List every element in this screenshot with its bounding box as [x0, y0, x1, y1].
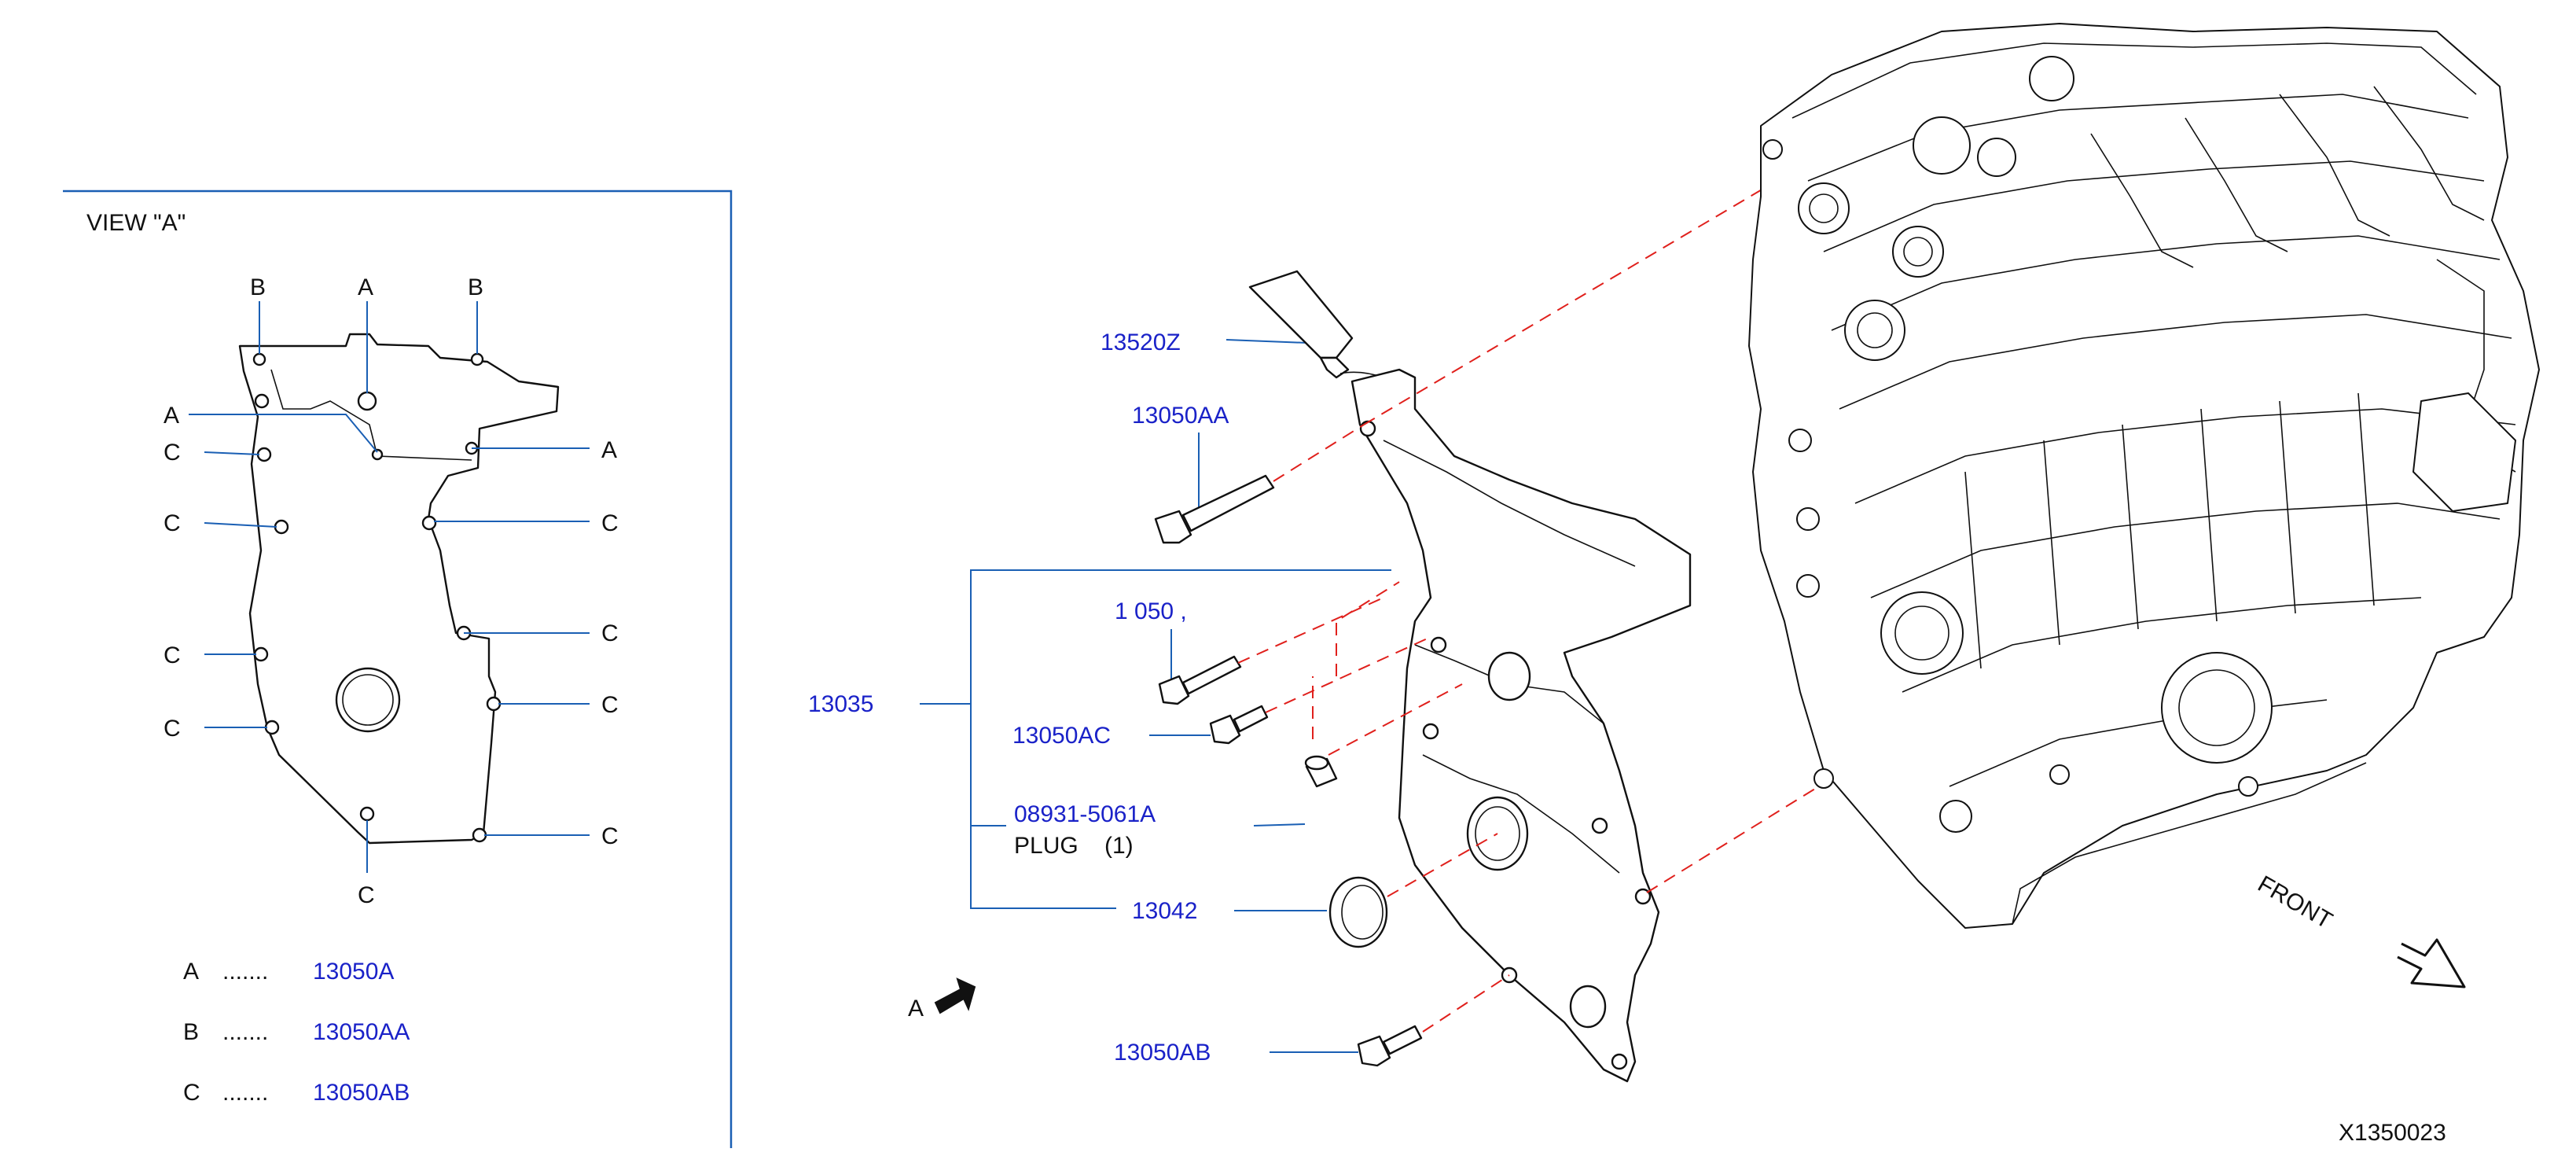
bolt-13050aa	[1154, 474, 1275, 544]
part-13050ab: 13050AB	[1114, 1040, 1211, 1066]
bolt-13050ac	[1209, 705, 1269, 745]
diagram-id: X1350023	[2339, 1120, 2446, 1146]
legend-key-b: B	[183, 1019, 199, 1045]
plug-08931-5061a	[1304, 755, 1338, 788]
callout-c-2: C	[164, 510, 181, 536]
seal-bore-ring	[335, 667, 401, 733]
front-cover-13035	[1350, 368, 1692, 1083]
sealant-tube-13520z	[1248, 270, 1408, 379]
callout-a-top: A	[358, 274, 373, 300]
inset-frame	[63, 190, 733, 1148]
part-13050ac: 13050AC	[1012, 723, 1111, 749]
callout-b-left: B	[250, 274, 266, 300]
part-13035: 13035	[808, 691, 873, 717]
view-a-inset: VIEW "A"	[63, 190, 733, 1148]
part-13520z: 13520Z	[1101, 329, 1181, 355]
callout-c-7: C	[164, 716, 181, 742]
callout-c-3: C	[601, 510, 619, 536]
legend-key-c: C	[183, 1080, 200, 1106]
plug-quantity: (1)	[1104, 833, 1134, 859]
front-label: FRONT	[2254, 871, 2337, 933]
inset-title: VIEW "A"	[86, 210, 186, 236]
part-13050a: 1 050 ,	[1115, 598, 1187, 624]
front-cover-gasket-outline	[238, 333, 560, 845]
legend-part-b: 13050AA	[313, 1019, 410, 1045]
callout-c-6: C	[601, 692, 619, 718]
legend-dots-b: .......	[222, 1019, 268, 1045]
oil-seal-13042	[1328, 876, 1388, 948]
front-direction-indicator: FRONT	[2254, 871, 2466, 988]
callout-a-right: A	[601, 437, 617, 463]
inset-legend: A ....... 13050A B ....... 13050AA C ...…	[183, 959, 410, 1106]
callout-a-left: A	[164, 403, 179, 429]
view-arrow-label: A	[908, 996, 924, 1022]
front-arrow-icon	[2397, 938, 2466, 988]
legend-key-a: A	[183, 959, 199, 985]
inset-leaders	[189, 301, 590, 873]
part-callouts: 13520Z 13050AA 1 050 , 13035 13050AC 089…	[808, 329, 1391, 1066]
plug-label: PLUG	[1014, 833, 1079, 859]
callout-c-5: C	[164, 642, 181, 668]
callout-c-9: C	[358, 882, 375, 908]
legend-part-a: 13050A	[313, 959, 394, 985]
view-a-arrow: A	[908, 977, 976, 1022]
callout-c-4: C	[601, 620, 619, 646]
callout-b-right: B	[468, 274, 483, 300]
callout-c-1: C	[164, 440, 181, 466]
assembly-guide-lines	[1237, 180, 1832, 1033]
legend-dots-c: .......	[222, 1080, 268, 1106]
legend-dots-a: .......	[222, 959, 268, 985]
callout-c-8: C	[601, 823, 619, 849]
part-08931-5061a: 08931-5061A	[1014, 801, 1156, 827]
bolt-13050ab	[1357, 1025, 1423, 1067]
engine-block	[1748, 23, 2540, 929]
legend-part-c: 13050AB	[313, 1080, 410, 1106]
seal-bore-inner	[342, 674, 394, 726]
gasket-bolt-holes	[252, 352, 502, 843]
part-13042: 13042	[1132, 898, 1197, 924]
bolt-13050a	[1158, 655, 1242, 705]
part-13050aa: 13050AA	[1132, 403, 1229, 429]
